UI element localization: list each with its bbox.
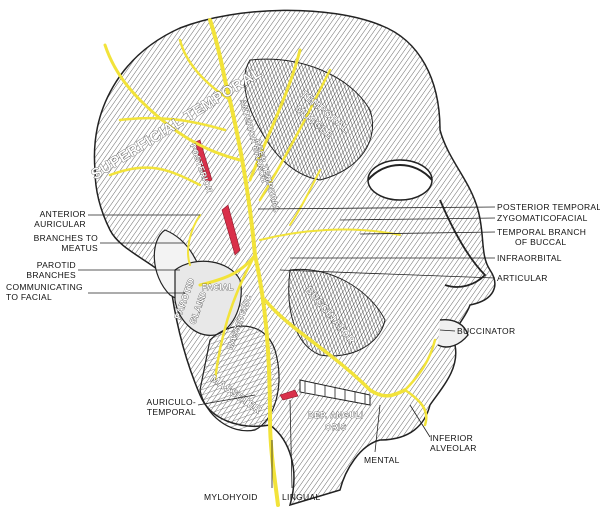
zygomaticofacial-label: ZYGOMATICOFACIAL — [497, 213, 588, 223]
auriculo-temporal-label: AURICULO- TEMPORAL — [146, 397, 196, 417]
dep-anguli-oris-label-2: ORIS — [325, 423, 347, 432]
eyelid — [367, 164, 433, 181]
inferior-alveolar-label: INFERIOR ALVEOLAR — [430, 433, 477, 453]
temporal-artery — [221, 204, 241, 256]
buccinator-label: BUCCINATOR — [457, 326, 516, 336]
temporal-muscle — [244, 58, 374, 181]
infraorbital-label: INFRAORBITAL — [497, 253, 562, 263]
anterior-auricular-label: ANTERIOR AURICULAR — [34, 209, 86, 229]
leader-lines — [78, 206, 496, 489]
branches-to-meatus-label: BRANCHES TO MEATUS — [33, 233, 98, 253]
lingual-label: LINGUAL — [282, 492, 321, 502]
articular-label: ARTICULAR — [497, 273, 548, 283]
posterior-artery — [194, 139, 213, 183]
buccinator-muscle — [288, 268, 386, 357]
nose — [439, 199, 487, 288]
communicating-to-facial-label: COMMUNICATING TO FACIAL — [6, 282, 83, 302]
lips — [437, 318, 469, 348]
facial-label: FACIAL — [202, 283, 234, 292]
mental-label: MENTAL — [364, 455, 400, 465]
mylohyoid-label: MYLOHYOID — [204, 492, 258, 502]
nerve-branches — [103, 18, 437, 507]
dep-anguli-oris-label-1: DEP. ANGULI — [308, 411, 364, 420]
parotid-branches-label: PAROTID BRANCHES — [26, 260, 76, 280]
lingual-artery — [279, 389, 299, 401]
posterior-temporal-label: POSTERIOR TEMPORAL — [497, 202, 600, 212]
temporal-branch-of-buccal-label: TEMPORAL BRANCH OF BUCCAL — [497, 227, 587, 247]
parotid-gland — [174, 260, 242, 336]
